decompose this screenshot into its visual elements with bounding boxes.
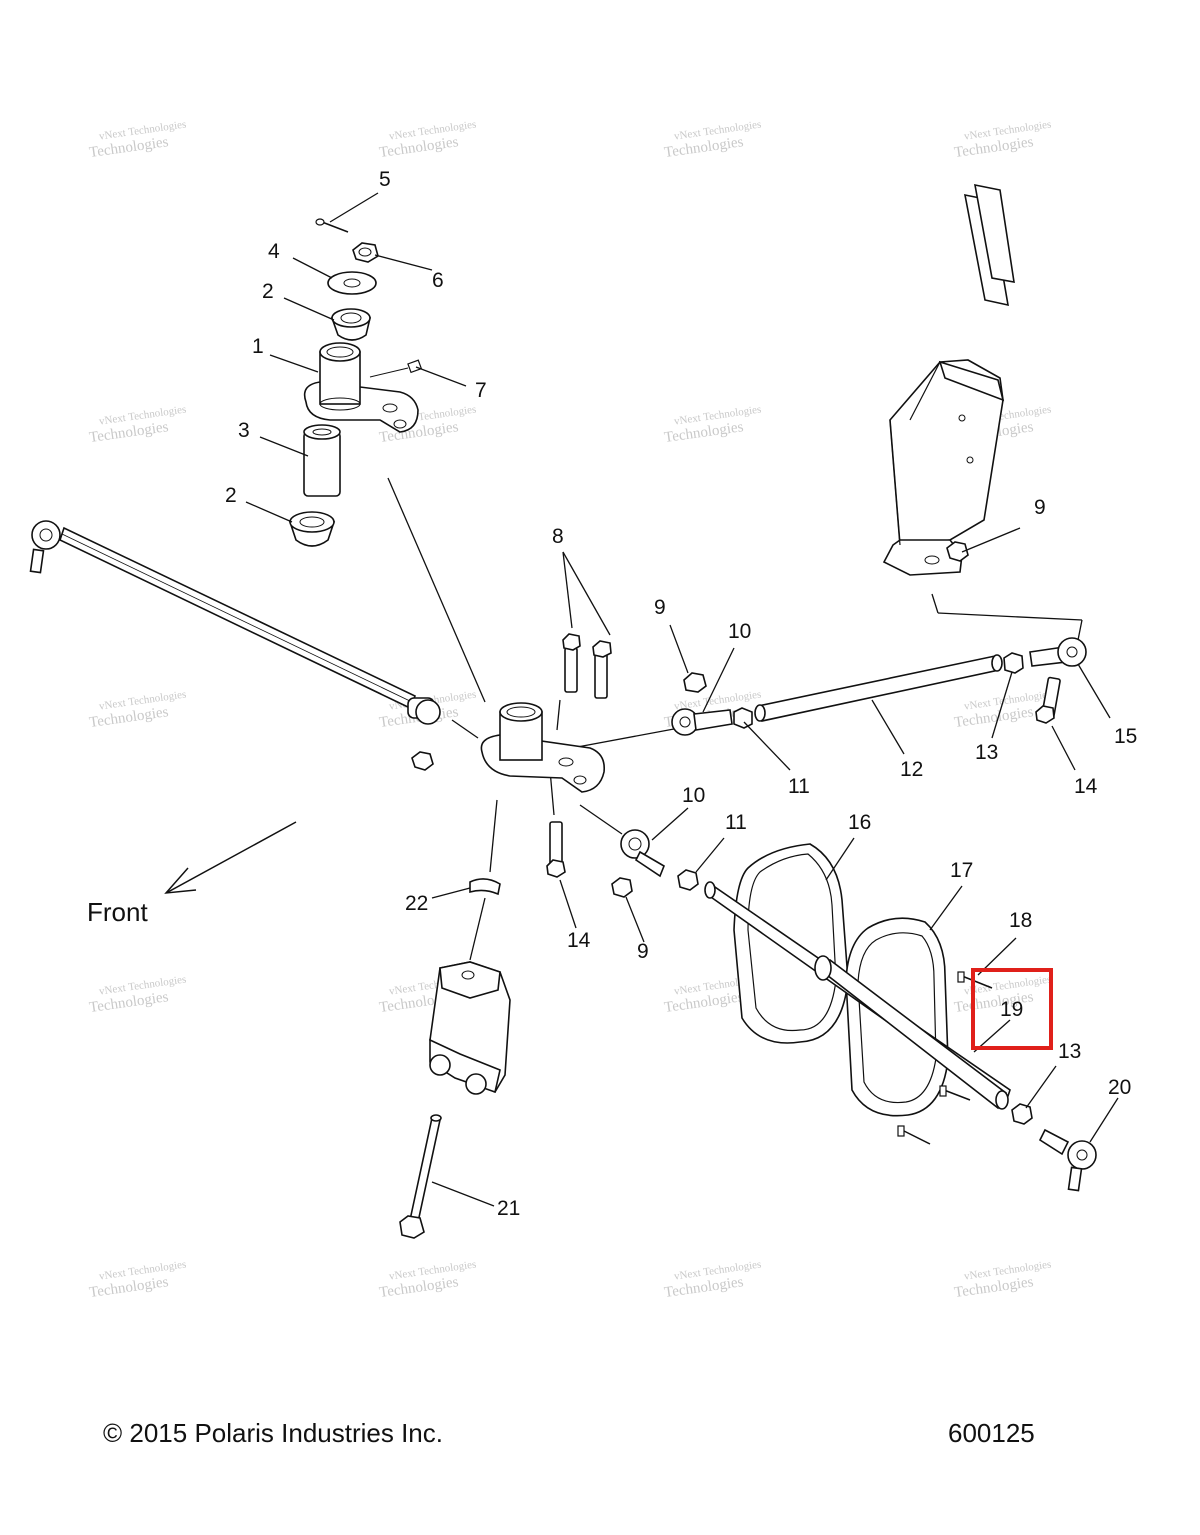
watermark: vNext Technologies Technologies [663, 1258, 762, 1301]
steering-shaft [704, 881, 1011, 1110]
watermark: vNext Technologies Technologies [953, 1258, 1052, 1301]
bushing-upper [330, 308, 372, 341]
copyright-text: © 2015 Polaris Industries Inc. [103, 1418, 443, 1448]
callout-2: 2 [262, 280, 274, 303]
steering-column-bracket [882, 183, 1015, 576]
watermark: vNext Technologies Technologies [378, 1258, 477, 1301]
steering-arm-upper [303, 342, 419, 433]
front-direction-arrow [164, 821, 297, 894]
assembly-line [387, 477, 486, 703]
cotter-pin [315, 218, 349, 233]
screw [957, 971, 993, 989]
callout-11: 11 [725, 811, 747, 834]
callout-9: 9 [1034, 496, 1046, 519]
pivot-bracket [429, 961, 511, 1095]
callout-7: 7 [475, 379, 487, 402]
callout-20: 20 [1108, 1076, 1131, 1099]
bolt [592, 640, 612, 699]
steering-arm-center [480, 702, 606, 793]
callout-14: 14 [1074, 775, 1098, 798]
nut [683, 672, 707, 693]
jam-nut [1003, 652, 1024, 674]
grease-fitting [369, 359, 423, 378]
callout-15: 15 [1114, 725, 1137, 748]
callout-22: 22 [405, 892, 428, 915]
castle-nut [352, 242, 379, 263]
callout-labels: 5 4 6 2 1 7 3 2 8 9 9 10 15 13 12 11 14 … [225, 168, 1137, 1220]
sleeve [303, 424, 341, 497]
pivot-bolt [399, 1114, 442, 1239]
assembly-line [937, 612, 1083, 621]
watermark: vNext Technologies Technologies [663, 118, 762, 161]
washer [327, 271, 377, 295]
diagram-number: 600125 [948, 1418, 1035, 1448]
watermark: vNext Technologies Technologies [88, 118, 187, 161]
jam-nut [733, 707, 753, 729]
callout-2: 2 [225, 484, 237, 507]
callout-21: 21 [497, 1197, 520, 1220]
bolt [1035, 676, 1061, 724]
jam-nut [677, 869, 699, 891]
screw [939, 1085, 971, 1101]
watermark: vNext Technologies Technologies [378, 118, 477, 161]
callout-13: 13 [1058, 1040, 1081, 1063]
assembly-line [1077, 619, 1083, 641]
bolt [562, 633, 581, 693]
watermark: vNext Technologies Technologies [88, 688, 187, 731]
watermark: vNext Technologies Technologies [88, 403, 187, 446]
tie-rod-end [671, 708, 733, 736]
callout-8: 8 [552, 525, 564, 548]
callout-13: 13 [975, 741, 998, 764]
nut [611, 877, 633, 898]
assembly-line [571, 725, 691, 749]
watermark: vNext Technologies Technologies [88, 973, 187, 1016]
callout-12: 12 [900, 758, 923, 781]
watermark: vNext Technologies Technologies [88, 1258, 187, 1301]
tie-rod-end [620, 829, 665, 878]
watermark-group: vNext Technologies Technologies vNext Te… [88, 118, 1052, 1301]
callout-10: 10 [728, 620, 751, 643]
callout-9: 9 [654, 596, 666, 619]
bolt [546, 821, 566, 878]
nut-left [411, 751, 434, 771]
callout-11: 11 [788, 775, 810, 798]
assembly-line [556, 699, 561, 731]
bushing-lower [288, 511, 336, 547]
screw [897, 1125, 931, 1145]
assembly-line [451, 719, 479, 739]
callout-16: 16 [848, 811, 871, 834]
watermark: vNext Technologies Technologies [663, 403, 762, 446]
callout-18: 18 [1009, 909, 1032, 932]
callout-1: 1 [252, 335, 264, 358]
nut [946, 541, 969, 562]
callout-5: 5 [379, 168, 391, 191]
watermark: vNext Technologies Technologies [953, 118, 1052, 161]
assembly-line [579, 804, 623, 835]
callout-3: 3 [238, 419, 250, 442]
tie-rod-left [29, 520, 441, 725]
callout-17: 17 [950, 859, 973, 882]
callout-9: 9 [637, 940, 649, 963]
callout-19: 19 [1000, 998, 1023, 1021]
tie-rod-end [1029, 637, 1087, 667]
callout-6: 6 [432, 269, 444, 292]
assembly-line [931, 593, 939, 614]
front-label: Front [87, 897, 148, 927]
assembly-line [469, 897, 486, 961]
drag-link [754, 654, 1003, 722]
clip [469, 878, 501, 896]
callout-14: 14 [567, 929, 591, 952]
callout-10: 10 [682, 784, 705, 807]
highlight-box [971, 968, 1053, 1050]
tie-rod-end [1038, 1128, 1097, 1192]
assembly-line [489, 799, 498, 873]
callout-4: 4 [268, 240, 280, 263]
jam-nut [1011, 1103, 1033, 1125]
